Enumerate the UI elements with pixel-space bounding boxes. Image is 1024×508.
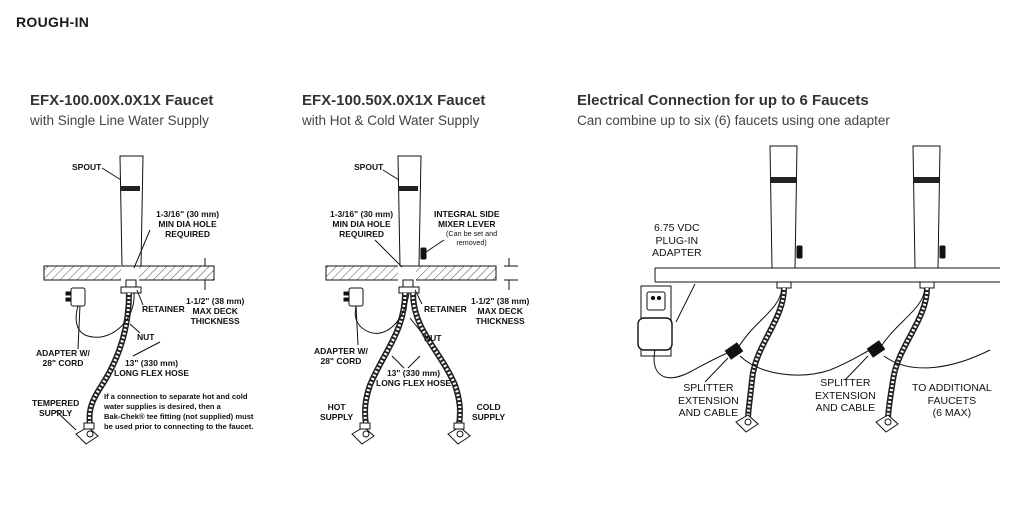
cable-to-faucet-2	[879, 287, 926, 349]
sensor-window	[399, 186, 418, 191]
main-cable	[653, 349, 731, 379]
panel-2-subtitle: with Hot & Cold Water Supply	[302, 113, 480, 128]
adapter-box	[348, 287, 364, 307]
spout-label: SPOUT	[72, 162, 102, 172]
cable-to-faucet-1	[737, 287, 783, 349]
faucet-2-body	[912, 145, 941, 269]
mixer-lever	[420, 247, 427, 260]
hose-label: 13" (330 mm)LONG FLEX HOSE	[376, 368, 452, 388]
panel-1-title: EFX-100.00X.0X1X Faucet	[30, 92, 214, 109]
panel-2-drawing	[325, 155, 518, 445]
nut-label: NUT	[137, 332, 155, 342]
adapter-label: ADAPTER W/28" CORD	[36, 348, 90, 368]
plug-in-adapter	[637, 317, 673, 351]
hot-hose	[362, 292, 408, 426]
panel-1-drawing	[43, 155, 215, 445]
faucet-body	[119, 155, 144, 267]
spout-label: SPOUT	[354, 162, 384, 172]
nut-label: NUT	[424, 333, 442, 343]
panel-3-subtitle: Can combine up to six (6) faucets using …	[577, 113, 890, 128]
faucet-body	[397, 155, 422, 267]
splitter-2	[866, 340, 886, 358]
adapter-cord	[75, 292, 135, 338]
panel-3-drawing	[637, 145, 1000, 433]
panel-2-title: EFX-100.50X.0X1X Faucet	[302, 92, 486, 109]
sensor-window	[121, 186, 140, 191]
faucet-1-hose	[745, 287, 787, 421]
page-title: ROUGH-IN	[16, 14, 90, 30]
splitter-to-next	[739, 349, 871, 376]
adapter-cord	[354, 292, 410, 334]
cable-to-additional	[883, 349, 991, 369]
retainer-label: RETAINER	[424, 304, 467, 314]
panel-3-title: Electrical Connection for up to 6 Faucet…	[577, 92, 869, 109]
adapter-box	[70, 287, 86, 307]
splitter-1	[724, 342, 744, 360]
panel-1-subtitle: with Single Line Water Supply	[30, 113, 209, 128]
hose-label: 13" (330 mm)LONG FLEX HOSE	[114, 358, 190, 378]
faucet-1-body	[769, 145, 798, 269]
retainer-label: RETAINER	[142, 304, 185, 314]
bak-chek-note: If a connection to separate hot and cold…	[104, 392, 254, 431]
adapter-label: ADAPTER W/28" CORD	[314, 346, 368, 366]
